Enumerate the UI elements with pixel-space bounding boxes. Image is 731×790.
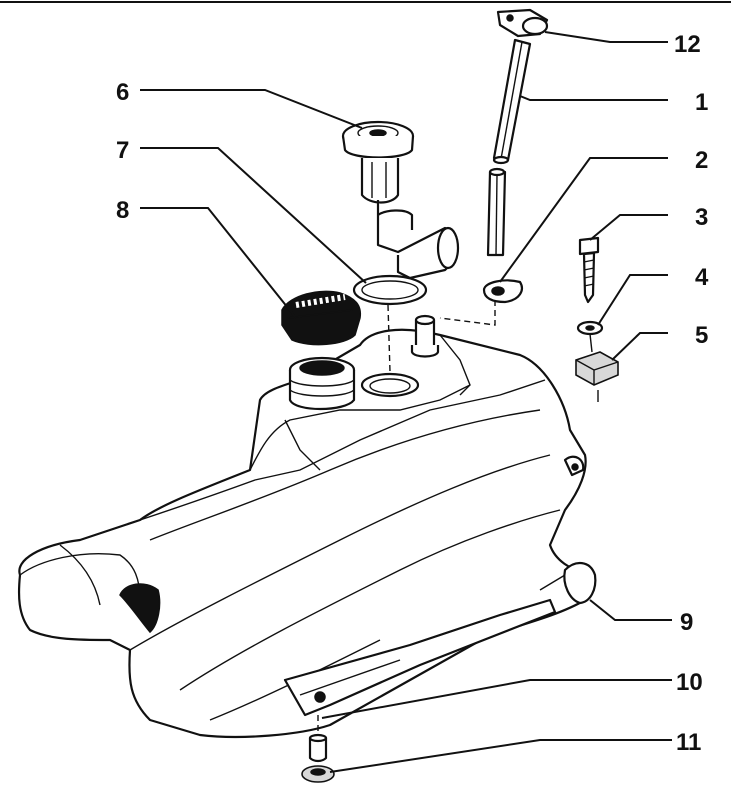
leader-8 [140, 207, 297, 319]
washer [576, 320, 604, 353]
leader-7 [140, 147, 367, 284]
callout-7: 7 [116, 137, 129, 164]
mounting-screw [578, 236, 600, 304]
callout-3: 3 [695, 204, 708, 231]
callout-10: 10 [676, 669, 703, 696]
callout-2: 2 [695, 147, 708, 174]
bottom-spacer [308, 715, 328, 763]
leader-5 [611, 332, 668, 361]
callout-4: 4 [695, 264, 709, 291]
leader-10 [321, 679, 672, 719]
fuel-tank [17, 314, 597, 739]
leader-1 [519, 95, 668, 101]
leader-2 [499, 157, 668, 283]
callout-11: 11 [676, 729, 701, 756]
callout-1: 1 [695, 89, 708, 116]
sender-o-ring [352, 274, 428, 373]
rubber-bracket [575, 351, 619, 402]
hose-clamp-top [496, 8, 549, 38]
leader-3 [589, 214, 668, 241]
leader-6 [140, 89, 363, 129]
hose-clip [439, 279, 523, 326]
leader-12 [544, 31, 668, 43]
callout-12: 12 [674, 31, 701, 58]
breather-hose [486, 38, 532, 257]
leader-lines [140, 31, 672, 773]
fuel-level-sender [341, 120, 460, 280]
callout-8: 8 [116, 197, 129, 224]
leader-4 [597, 274, 668, 326]
leader-11 [329, 739, 672, 773]
bottom-nut [301, 765, 335, 783]
filler-cap [281, 290, 362, 346]
leader-9 [589, 599, 672, 621]
callout-5: 5 [695, 322, 708, 349]
callout-6: 6 [116, 79, 129, 106]
callout-9: 9 [680, 609, 693, 636]
